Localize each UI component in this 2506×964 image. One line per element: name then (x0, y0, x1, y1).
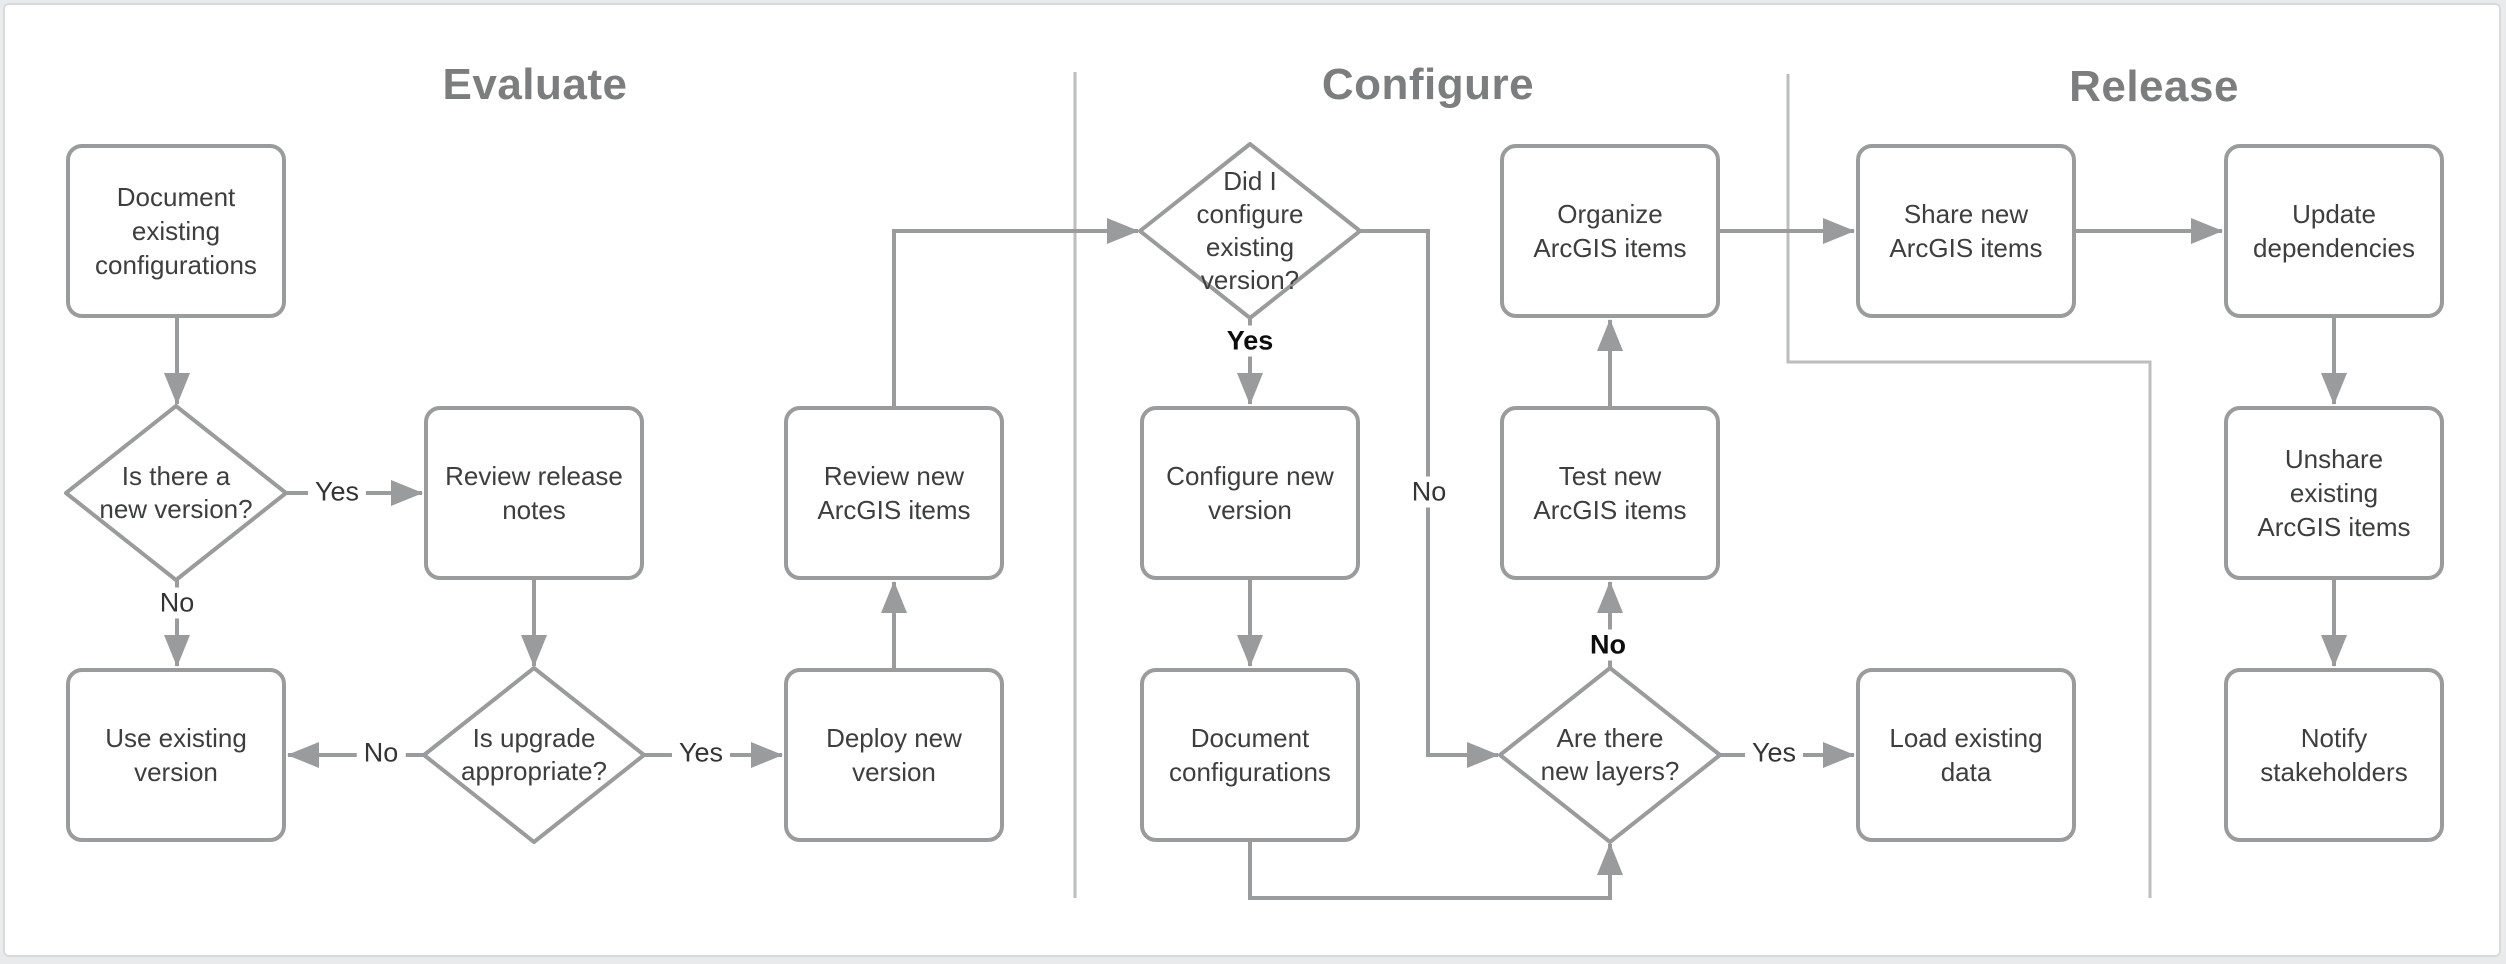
node-test-new-arcgis-items: Test new ArcGIS items (1500, 406, 1720, 580)
section-title-configure: Configure (1321, 60, 1535, 109)
node-deploy-new-version: Deploy new version (784, 668, 1004, 842)
node-label: Review new ArcGIS items (817, 461, 971, 525)
node-label: Use existing version (105, 723, 247, 787)
node-review-release-notes: Review release notes (424, 406, 644, 580)
edge-label-yes: Yes (307, 476, 367, 508)
node-organize-arcgis-items: Organize ArcGIS items (1500, 144, 1720, 318)
section-title-evaluate: Evaluate (442, 60, 628, 109)
node-label: Deploy new version (826, 723, 962, 787)
section-title-release: Release (2069, 62, 2239, 111)
decision-label-is-there-a-new-version: Is there a new version? (99, 461, 253, 524)
decision-is-there-a-new-version (64, 404, 288, 582)
node-label: Share new ArcGIS items (1889, 199, 2043, 263)
node-notify-stakeholders: Notify stakeholders (2224, 668, 2444, 842)
node-label: Update dependencies (2253, 199, 2415, 263)
edge-label-no: No (356, 737, 406, 769)
edge-label-yes: Yes (1744, 737, 1804, 769)
arrow-connectors (164, 218, 2347, 900)
edge-label-no: No (1583, 629, 1633, 661)
node-label: Unshare existing ArcGIS items (2257, 444, 2411, 542)
edge-label-no: No (1404, 476, 1454, 508)
node-label: Document configurations (1169, 723, 1331, 787)
node-label: Review release notes (445, 461, 623, 525)
node-review-new-arcgis-items: Review new ArcGIS items (784, 406, 1004, 580)
node-use-existing-version: Use existing version (66, 668, 286, 842)
node-label: Organize ArcGIS items (1533, 199, 1687, 263)
edge-label-yes: Yes (1219, 325, 1281, 357)
node-document-configurations: Document configurations (1140, 668, 1360, 842)
node-label: Test new ArcGIS items (1533, 461, 1687, 525)
node-load-existing-data: Load existing data (1856, 668, 2076, 842)
divider-configure-release (1786, 74, 2152, 898)
node-update-dependencies: Update dependencies (2224, 144, 2444, 318)
decision-label-are-there-new-layers: Are there new layers? (1540, 723, 1680, 786)
decision-label-did-i-configure: Did I configure existing version? (1196, 166, 1304, 295)
edge-label-yes: Yes (671, 737, 731, 769)
node-unshare-existing-arcgis-items: Unshare existing ArcGIS items (2224, 406, 2444, 580)
node-configure-new-version: Configure new version (1140, 406, 1360, 580)
node-label: Load existing data (1889, 723, 2043, 787)
node-label: Document existing configurations (95, 182, 257, 280)
node-label: Notify stakeholders (2260, 723, 2408, 787)
node-document-existing-configurations: Document existing configurations (66, 144, 286, 318)
node-label: Configure new version (1166, 461, 1334, 525)
section-divider-lines (1073, 72, 2152, 898)
decision-did-i-configure-existing-version (1138, 142, 1362, 320)
edge-label-no: No (152, 587, 202, 619)
node-share-new-arcgis-items: Share new ArcGIS items (1856, 144, 2076, 318)
decision-is-upgrade-appropriate (422, 666, 646, 844)
decision-label-is-upgrade-appropriate: Is upgrade appropriate? (461, 723, 607, 786)
decision-are-there-new-layers (1498, 666, 1722, 844)
